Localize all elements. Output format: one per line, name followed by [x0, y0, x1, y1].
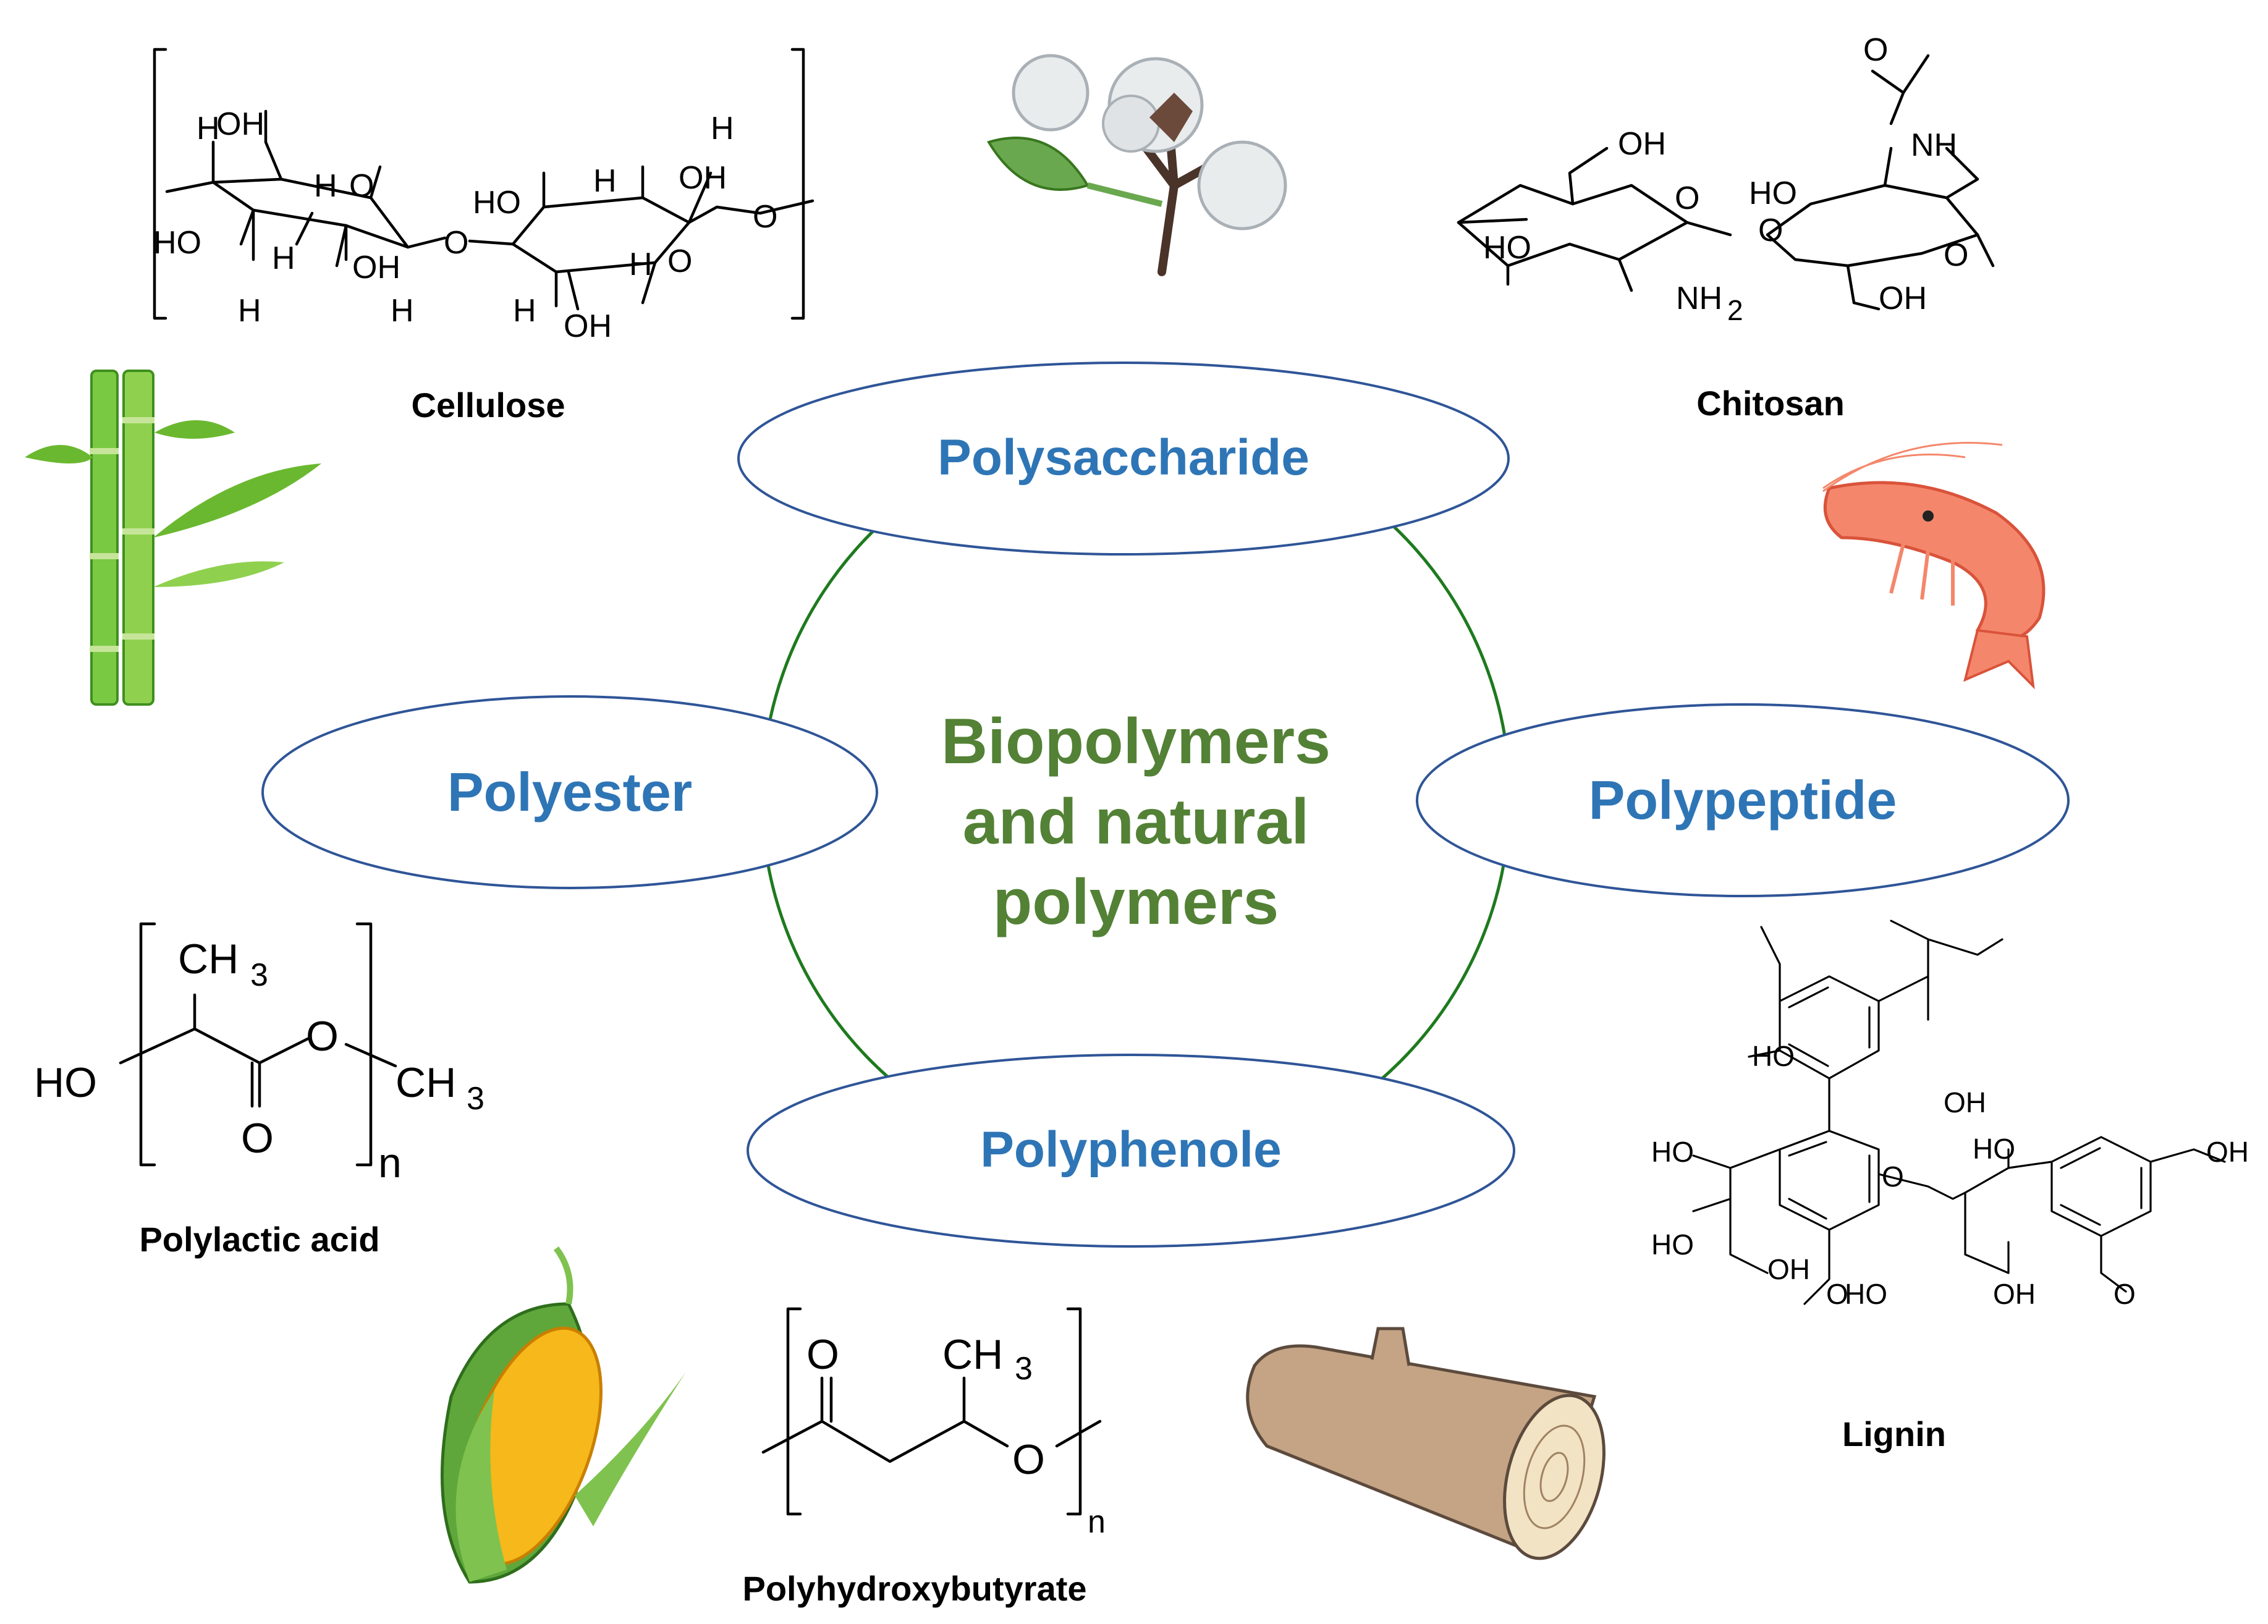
svg-text:HO: HO: [1651, 1136, 1694, 1168]
svg-text:OH: OH: [1767, 1253, 1810, 1285]
category-polyester: Polyester: [261, 695, 878, 889]
svg-text:H: H: [593, 163, 617, 199]
svg-text:O: O: [1863, 32, 1888, 68]
svg-text:HO: HO: [1749, 176, 1797, 211]
category-label-polyester: Polyester: [447, 761, 692, 823]
svg-text:OH: OH: [216, 106, 264, 142]
svg-text:OH: OH: [679, 160, 727, 196]
shrimp-icon: [1822, 442, 2046, 690]
svg-text:n: n: [378, 1140, 402, 1186]
svg-text:H: H: [238, 293, 261, 329]
svg-text:O: O: [1944, 237, 1968, 273]
svg-text:O: O: [1675, 180, 1699, 216]
category-label-polypeptide: Polypeptide: [1589, 769, 1897, 831]
svg-text:OH: OH: [1993, 1278, 2036, 1310]
polyhydroxybutyrate-structure: O CH 3 O n Polyhydroxybutyrate: [742, 1307, 1106, 1608]
category-polysaccharide: Polysaccharide: [737, 362, 1510, 556]
svg-text:NH: NH: [1676, 281, 1722, 316]
svg-text:OH: OH: [564, 308, 612, 344]
svg-text:HO: HO: [1752, 1040, 1795, 1072]
caption-lignin: Lignin: [1842, 1415, 1946, 1453]
svg-text:H: H: [197, 111, 220, 146]
svg-text:O: O: [2114, 1278, 2136, 1310]
svg-text:HO: HO: [473, 185, 521, 221]
caption-polyhydroxybutyrate: Polyhydroxybutyrate: [742, 1569, 1086, 1608]
svg-text:OH: OH: [1879, 281, 1927, 316]
svg-text:O: O: [806, 1331, 839, 1378]
category-ellipse: [747, 1054, 1515, 1248]
svg-text:H: H: [513, 293, 536, 329]
svg-text:O: O: [1012, 1436, 1045, 1483]
center-title-line1: Biopolymers: [941, 706, 1331, 777]
svg-text:CH: CH: [178, 936, 239, 983]
svg-text:2: 2: [1727, 294, 1743, 326]
svg-text:O: O: [444, 225, 468, 261]
center-title-line2: and natural: [963, 786, 1310, 858]
svg-text:H: H: [314, 168, 337, 204]
category-label-polysaccharide: Polysaccharide: [937, 429, 1310, 486]
category-ellipse: [1416, 703, 2070, 897]
bamboo-icon: [25, 370, 321, 706]
caption-chitosan: Chitosan: [1696, 384, 1845, 423]
svg-text:OH: OH: [1618, 126, 1666, 162]
cotton-icon: [986, 54, 1287, 276]
svg-text:CH: CH: [396, 1059, 456, 1106]
svg-text:OH: OH: [2206, 1136, 2249, 1168]
svg-text:H: H: [629, 247, 653, 282]
svg-text:O: O: [306, 1013, 339, 1060]
wood-log-icon: [1246, 1327, 1606, 1560]
svg-text:OH: OH: [1944, 1086, 1986, 1119]
svg-text:H: H: [272, 240, 295, 276]
glucose-ring-2: [511, 196, 691, 274]
caption-polylactic-acid: Polylactic acid: [139, 1220, 379, 1259]
svg-text:O: O: [1882, 1161, 1904, 1193]
chitosan-structure: O NH OH O HO HO O O NH 2 OH Chitosan: [1457, 32, 1995, 423]
center-hub: Biopolymers and natural polymers: [760, 421, 1512, 1173]
corn-icon: [441, 1246, 686, 1584]
svg-text:H: H: [711, 111, 734, 146]
svg-text:NH: NH: [1911, 127, 1957, 163]
caption-cellulose: Cellulose: [412, 386, 565, 425]
svg-text:HO: HO: [1845, 1278, 1887, 1310]
polylactic-acid-structure: HO CH 3 O O CH 3 n Polylactic acid: [34, 922, 484, 1259]
svg-text:HO: HO: [153, 225, 201, 261]
svg-text:HO: HO: [1973, 1133, 2015, 1165]
bracket-left: [153, 48, 167, 320]
svg-text:n: n: [1088, 1504, 1106, 1540]
lignin-structure: HO OH HO HO OH O HO O HO OH OH O Lignin: [1651, 920, 2249, 1453]
svg-text:O: O: [1758, 213, 1783, 248]
category-polypeptide: Polypeptide: [1416, 703, 2070, 897]
category-polyphenole: Polyphenole: [747, 1054, 1515, 1248]
center-title-line3: polymers: [993, 866, 1279, 938]
category-ellipse: [737, 362, 1510, 556]
category-ellipse: [261, 695, 878, 889]
svg-text:OH: OH: [352, 250, 400, 285]
svg-text:O: O: [241, 1115, 274, 1162]
svg-text:O: O: [753, 199, 777, 235]
svg-text:HO: HO: [1483, 230, 1531, 266]
svg-text:3: 3: [467, 1081, 484, 1117]
svg-text:O: O: [1826, 1278, 1848, 1310]
cellulose-structure: H OH HO H H H O OH H O HO H OH H H O H O…: [153, 48, 815, 425]
svg-text:O: O: [349, 168, 374, 204]
svg-text:3: 3: [1015, 1351, 1033, 1387]
svg-text:O: O: [667, 243, 692, 279]
svg-text:CH: CH: [942, 1331, 1003, 1378]
svg-text:HO: HO: [1651, 1229, 1694, 1261]
svg-text:3: 3: [250, 957, 268, 993]
svg-text:HO: HO: [34, 1059, 97, 1106]
category-label-polyphenole: Polyphenole: [980, 1122, 1282, 1178]
svg-text:H: H: [391, 293, 414, 329]
bracket-right: [790, 48, 805, 320]
